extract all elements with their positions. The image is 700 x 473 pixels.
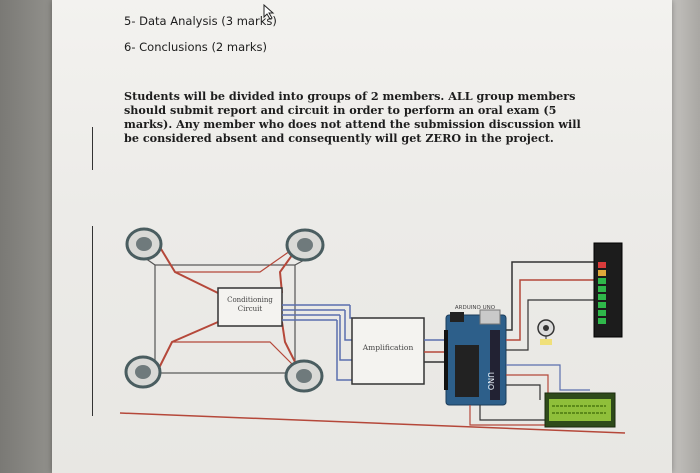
conditioning-circuit-label: Conditioning Circuit (227, 296, 273, 313)
section-data-analysis: 5- Data Analysis (3 marks) (124, 14, 277, 28)
lcd-display-icon (544, 392, 616, 428)
mouse-cursor-icon (262, 3, 276, 24)
margin-line-top (92, 127, 93, 170)
svg-text:UNO: UNO (486, 372, 495, 390)
section-conclusions: 6- Conclusions (2 marks) (124, 40, 268, 54)
instructions-paragraph: Students will be divided into groups of … (124, 89, 581, 145)
load-cell-top-right-icon (285, 228, 325, 262)
amplification-label: Amplification (362, 343, 414, 352)
margin-line-bottom (92, 226, 93, 416)
load-cell-bottom-right-icon (284, 359, 324, 393)
arduino-board-icon: UNO (444, 309, 507, 406)
load-cell-bottom-left-icon (124, 355, 162, 389)
led-bar-graph-icon (593, 242, 623, 338)
load-cell-top-left-icon (125, 227, 163, 261)
potentiometer-icon (537, 319, 555, 345)
arduino-label: ARDUINO UNO (454, 305, 496, 311)
